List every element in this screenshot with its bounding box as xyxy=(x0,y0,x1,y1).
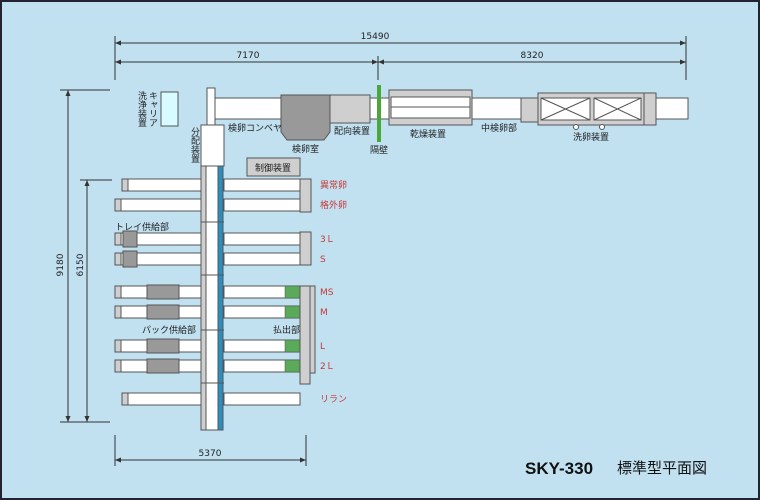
grading-column xyxy=(200,165,224,431)
grade-label: 3Ｌ xyxy=(320,235,335,245)
grade-label: リラン xyxy=(320,394,347,405)
label-control: 制御装置 xyxy=(255,162,291,174)
grade-label: 2Ｌ xyxy=(320,362,335,372)
carrier-washer xyxy=(160,91,179,127)
lane-end-cap xyxy=(114,198,122,212)
label-pack-supply: パック供給部 xyxy=(142,324,196,336)
collector-3l-s xyxy=(299,231,312,266)
label-carrier-1: キャリア xyxy=(147,91,157,127)
dim-left-width: 7170 xyxy=(237,51,260,61)
lane-left xyxy=(121,178,202,192)
model-title: SKY-330 xyxy=(525,459,593,478)
dim-total-width: 15490 xyxy=(361,32,390,42)
dim-line-height: 6150 xyxy=(76,253,86,276)
lane-end-cap xyxy=(114,285,122,299)
inspection-room xyxy=(280,94,331,141)
lane-left xyxy=(121,392,202,406)
label-dryer: 乾燥装置 xyxy=(410,128,446,140)
discharge-pad xyxy=(284,305,301,319)
dimension-lines xyxy=(60,36,687,466)
discharge-conveyor xyxy=(299,285,311,385)
partition-wall xyxy=(377,85,381,142)
dim-right-width: 8320 xyxy=(521,51,544,61)
grade-label: M xyxy=(320,308,328,318)
dim-line-width: 5370 xyxy=(199,449,222,459)
collector-reject xyxy=(299,178,312,213)
lane-end-cap xyxy=(121,392,129,406)
plan-subtitle: 標準型平面図 xyxy=(617,459,707,477)
pack-feeder xyxy=(146,304,180,320)
label-inspection-room: 検卵室 xyxy=(292,143,319,155)
discharge-rail xyxy=(309,285,316,374)
lane-right xyxy=(223,392,301,406)
lane-right xyxy=(223,252,301,266)
lane-end-cap xyxy=(114,252,122,266)
label-orientation: 配向装置 xyxy=(334,125,370,137)
label-inspection-conveyor: 検卵コンベヤ xyxy=(228,122,282,134)
packing-lanes xyxy=(114,178,301,406)
discharge-pad xyxy=(284,359,301,373)
lane-end-cap xyxy=(114,359,122,373)
washer-inlet xyxy=(520,97,539,123)
lane-end-cap xyxy=(114,339,122,353)
lane-left xyxy=(114,198,202,212)
grade-label: MS xyxy=(320,288,334,298)
dim-total-height: 9180 xyxy=(56,253,66,276)
lane-right xyxy=(223,232,301,246)
washer-outlet xyxy=(643,92,657,126)
grade-label: 異常卵 xyxy=(320,179,347,191)
lane-end-cap xyxy=(114,232,122,246)
grade-label: S xyxy=(320,255,326,265)
washer-brushes xyxy=(540,97,642,130)
discharge-pad xyxy=(284,285,301,299)
distributor xyxy=(200,124,225,167)
tray-feeder xyxy=(122,250,138,268)
grade-label: 格外卵 xyxy=(320,199,347,211)
label-partition: 隔壁 xyxy=(370,144,388,156)
label-egg-washer: 洗卵装置 xyxy=(573,131,609,143)
orientation-unit xyxy=(329,94,371,124)
lane-end-cap xyxy=(114,305,122,319)
lane-right xyxy=(223,198,301,212)
label-tray-supply: トレイ供給部 xyxy=(115,221,169,233)
tray-feeder xyxy=(122,230,138,248)
label-distributor: 分配装置 xyxy=(189,127,200,163)
discharge-pad xyxy=(284,339,301,353)
control-unit xyxy=(246,157,301,177)
label-discharge: 払出部 xyxy=(273,324,300,336)
pack-feeder xyxy=(146,284,180,300)
pack-feeder xyxy=(146,358,180,374)
label-mid-inspection: 中検卵部 xyxy=(481,122,517,134)
lane-end-cap xyxy=(121,178,129,192)
lane-right xyxy=(223,178,301,192)
grade-label: L xyxy=(320,342,325,352)
label-carrier-2: 洗浄装置 xyxy=(136,90,147,127)
pack-feeder xyxy=(146,338,180,354)
